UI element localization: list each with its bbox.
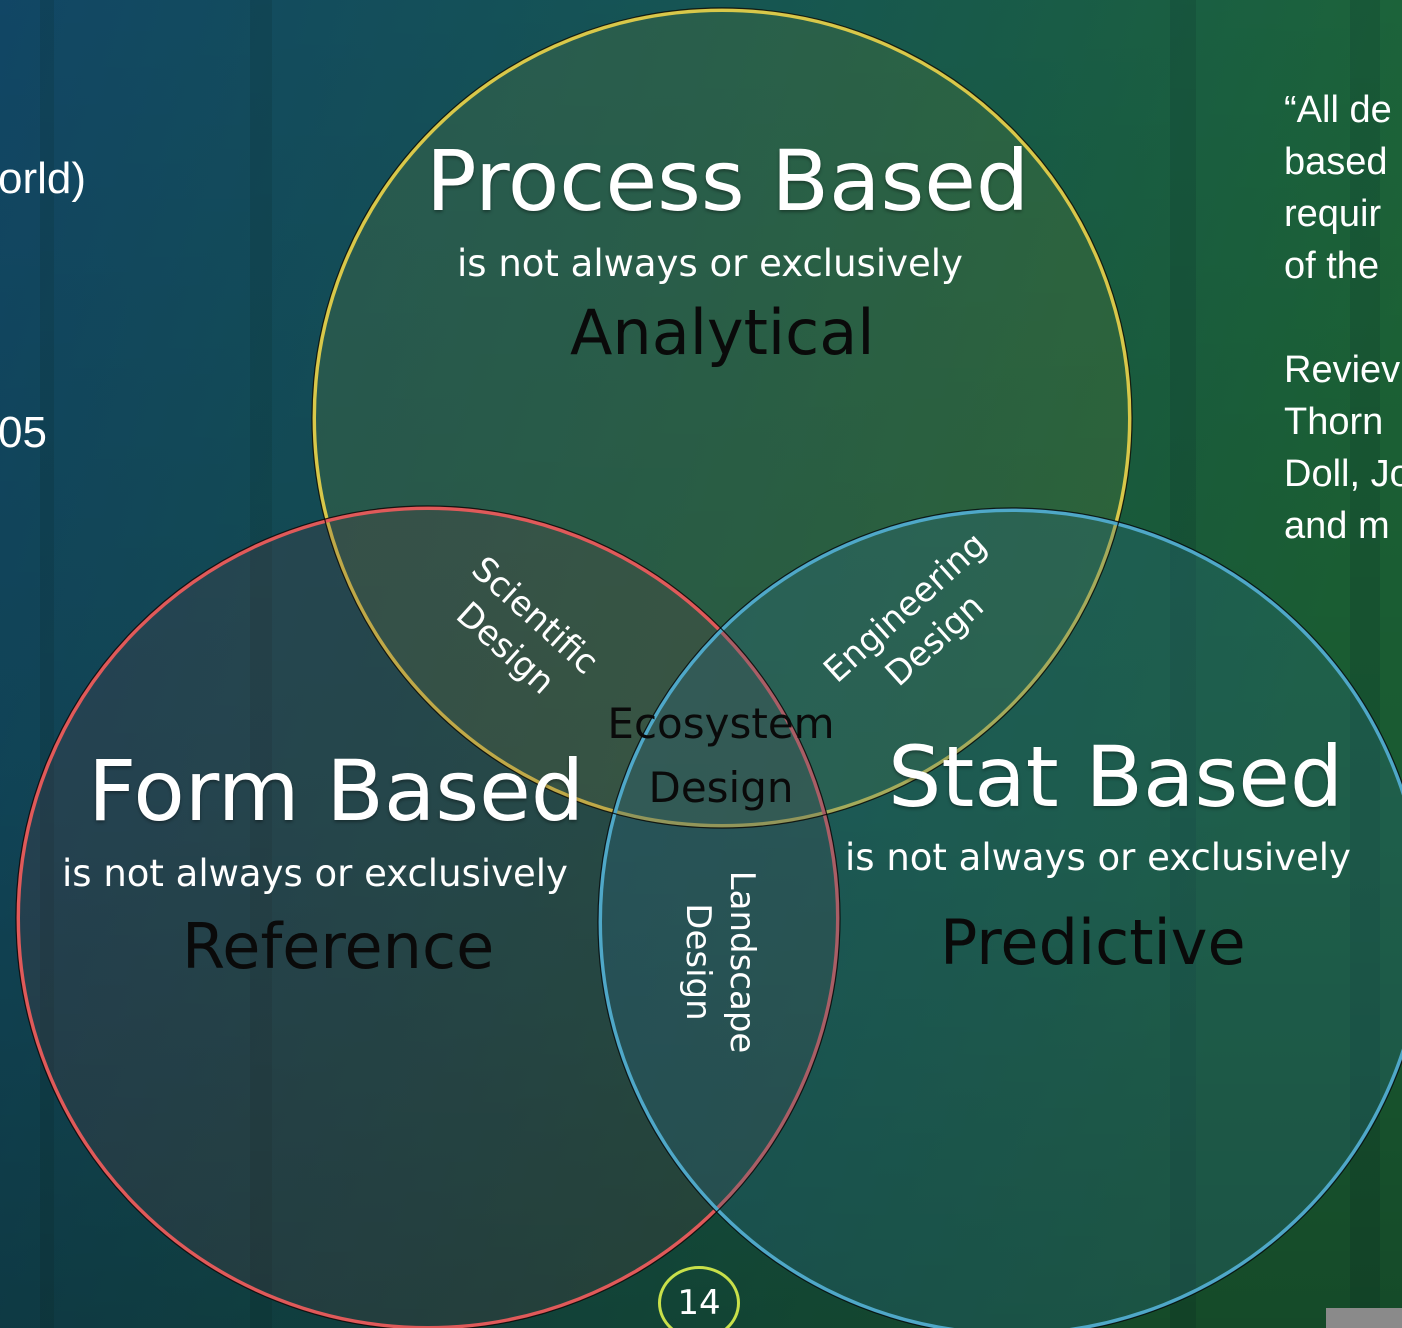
stat-based-term: Predictive	[940, 906, 1246, 979]
landscape-design-line-1: Landscape	[722, 870, 762, 1054]
landscape-design-label: Landscape Design	[676, 852, 764, 1072]
quote-line-1: “All de	[1284, 89, 1392, 131]
left-fragment-1: orld)	[0, 154, 87, 203]
form-based-heading: Form Based	[88, 742, 585, 840]
corner-tab	[1326, 1308, 1402, 1328]
stat-based-subtitle: is not always or exclusively	[845, 836, 1351, 879]
ecosystem-design-line-2: Design	[648, 763, 794, 812]
process-based-subtitle: is not always or exclusively	[457, 242, 963, 285]
stat-based-heading: Stat Based	[888, 728, 1344, 826]
landscape-design-line-2: Design	[678, 903, 718, 1021]
left-fragment-2: 05	[0, 408, 47, 457]
quote-line-2: based	[1284, 141, 1388, 183]
quote-line-4: of the	[1284, 245, 1380, 287]
quote-fragment: “All de based requir of the Reviev Thorn…	[1284, 84, 1402, 552]
ecosystem-design-line-1: Ecosystem	[607, 699, 835, 748]
form-based-subtitle: is not always or exclusively	[62, 852, 568, 895]
quote-line-8: and m	[1284, 505, 1390, 547]
ecosystem-design-label: Ecosystem Design	[596, 692, 846, 820]
form-based-term: Reference	[182, 910, 495, 983]
circle-process-based	[312, 8, 1132, 828]
quote-line-7: Doll, Jo	[1284, 453, 1402, 495]
page-number: 14	[658, 1266, 740, 1328]
quote-line-6: Thorn	[1284, 401, 1384, 443]
quote-line-3: requir	[1284, 193, 1382, 235]
quote-line-5: Reviev	[1284, 349, 1401, 391]
process-based-term: Analytical	[570, 296, 875, 369]
process-based-heading: Process Based	[426, 132, 1030, 230]
circle-stat-based	[598, 508, 1402, 1328]
circle-form-based	[16, 506, 840, 1328]
